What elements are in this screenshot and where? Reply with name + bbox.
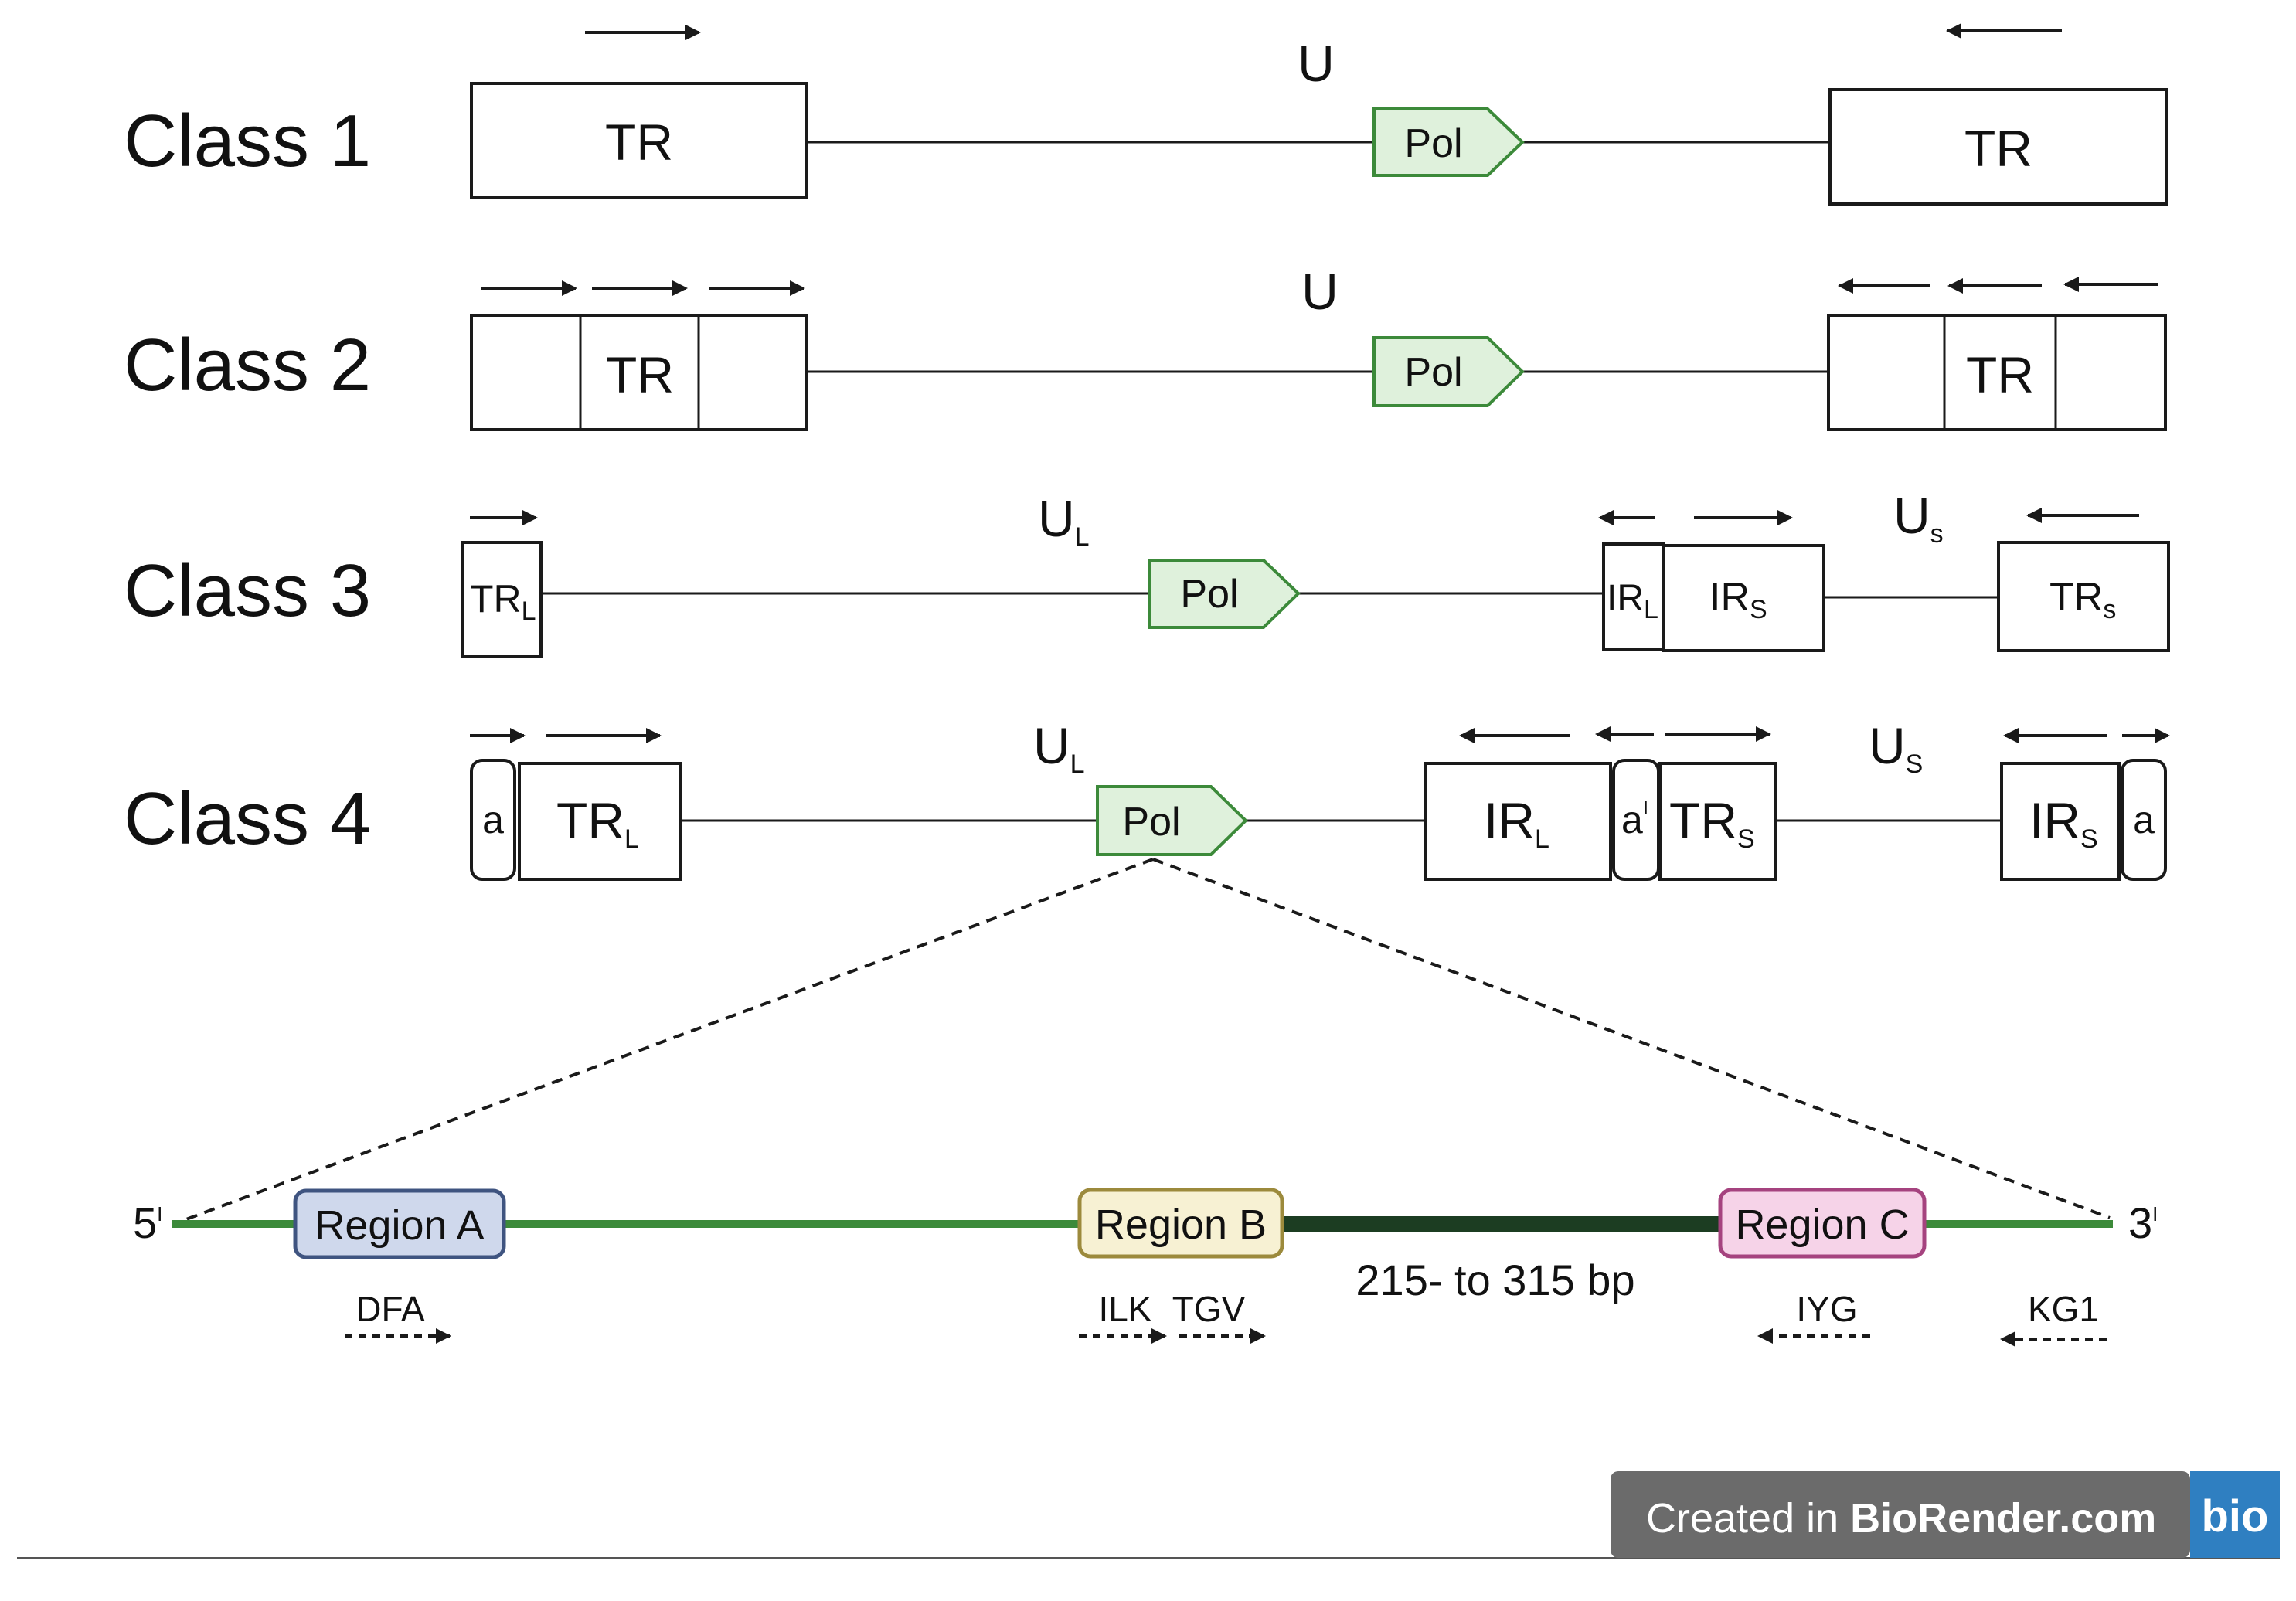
class-3-trs-label: TRs [2049, 575, 2116, 624]
class-2-tr-right [1827, 314, 2167, 431]
class-3-irl-label: IRL [1607, 578, 1658, 624]
class-4-trs-label: TRS [1669, 792, 1755, 854]
class-4-us-label: US [1869, 717, 1923, 779]
region-b-label: Region B [1095, 1202, 1267, 1248]
class-2-pol-gene [1372, 336, 1525, 407]
class-3-label: Class 3 [124, 549, 371, 632]
class-2-row: Class 2 TR TR U Pol [124, 263, 2167, 431]
amplicon-size-label: 215- to 315 bp [1355, 1256, 1634, 1304]
zoom-line-left [177, 858, 1154, 1224]
class-2-tr-right-label: TR [1966, 346, 2034, 403]
region-a-label: Region A [315, 1202, 484, 1249]
class-2-tr-left [470, 314, 808, 431]
class-4-irl-label: IRL [1484, 792, 1549, 854]
class-2-unique-label: U [1301, 263, 1338, 320]
region-c-box [1718, 1188, 1927, 1259]
zoom-line-right [1152, 858, 2111, 1219]
class-3-pol-label: Pol [1180, 572, 1238, 617]
primer-kg1-label: KG1 [2028, 1289, 2099, 1329]
biorender-badge[interactable]: Created in BioRender.com bio [1611, 1471, 2280, 1558]
biorender-badge-icon-background [2190, 1471, 2280, 1558]
class-1-tr-right [1828, 88, 2168, 206]
class-4-pol-gene [1096, 785, 1248, 856]
class-1-unique-label: U [1298, 35, 1335, 92]
class-2-label: Class 2 [124, 324, 371, 406]
primer-iyg-label: IYG [1796, 1289, 1857, 1329]
class-3-irs [1662, 544, 1825, 652]
biorender-badge-background [1611, 1471, 2190, 1558]
class-1-tr-left [470, 82, 808, 199]
class-4-irl [1424, 762, 1612, 881]
class-3-irs-label: IRS [1709, 575, 1767, 624]
class-4-a-right [2121, 759, 2167, 881]
class-4-irs [2000, 762, 2121, 881]
class-3-us-label: Us [1893, 487, 1944, 549]
class-4-pol-label: Pol [1122, 800, 1180, 845]
class-3-row: Class 3 TRL IRL IRS TRs UL Us Pol [124, 487, 2170, 658]
class-1-tr-left-label: TR [605, 114, 673, 171]
region-b-box [1077, 1188, 1284, 1259]
class-4-a-prime-label: aI [1621, 796, 1648, 841]
pol-gene-detail: 5I 3I Region A Region B Region C 215- to… [133, 1188, 2158, 1347]
primer-ilk-label: ILK [1098, 1289, 1151, 1329]
class-4-trl-label: TRL [556, 792, 639, 854]
class-3-trl [461, 541, 543, 658]
class-4-trs [1658, 762, 1777, 881]
region-a-box [293, 1188, 506, 1259]
primer-tgv-label: TGV [1172, 1289, 1246, 1329]
class-4-label: Class 4 [124, 777, 371, 860]
class-3-ul-label: UL [1038, 490, 1090, 552]
pol-3-prime-label: 3I [2128, 1198, 2158, 1247]
class-2-tr-left-label: TR [606, 346, 674, 403]
class-1-row: Class 1 TR TR U Pol [124, 23, 2168, 206]
class-4-a-right-label: a [2133, 798, 2155, 841]
region-c-label: Region C [1735, 1202, 1909, 1248]
class-4-a-left [470, 759, 516, 881]
class-4-a-left-label: a [482, 798, 504, 841]
class-3-trs [1997, 541, 2170, 652]
biorender-badge-text: Created in BioRender.com [1646, 1495, 2156, 1542]
class-4-row: Class 4 a TRL IRL aI TRS IRS a UL US Pol [124, 717, 2170, 881]
class-1-label: Class 1 [124, 100, 371, 182]
class-1-pol-gene [1372, 107, 1525, 177]
class-3-pol-gene [1148, 559, 1301, 629]
class-4-irs-label: IRS [2029, 792, 2098, 854]
class-3-irl [1602, 542, 1665, 651]
class-2-pol-label: Pol [1404, 350, 1462, 395]
pol-5-prime-label: 5I [133, 1198, 162, 1247]
class-4-trl [518, 762, 682, 881]
class-1-pol-label: Pol [1404, 121, 1462, 166]
class-4-ul-label: UL [1033, 717, 1085, 779]
primer-dfa-label: DFA [355, 1289, 425, 1329]
biorender-logo-icon: bio [2202, 1491, 2269, 1542]
class-3-trl-label: TRL [470, 577, 536, 626]
class-1-tr-right-label: TR [1964, 120, 2032, 177]
